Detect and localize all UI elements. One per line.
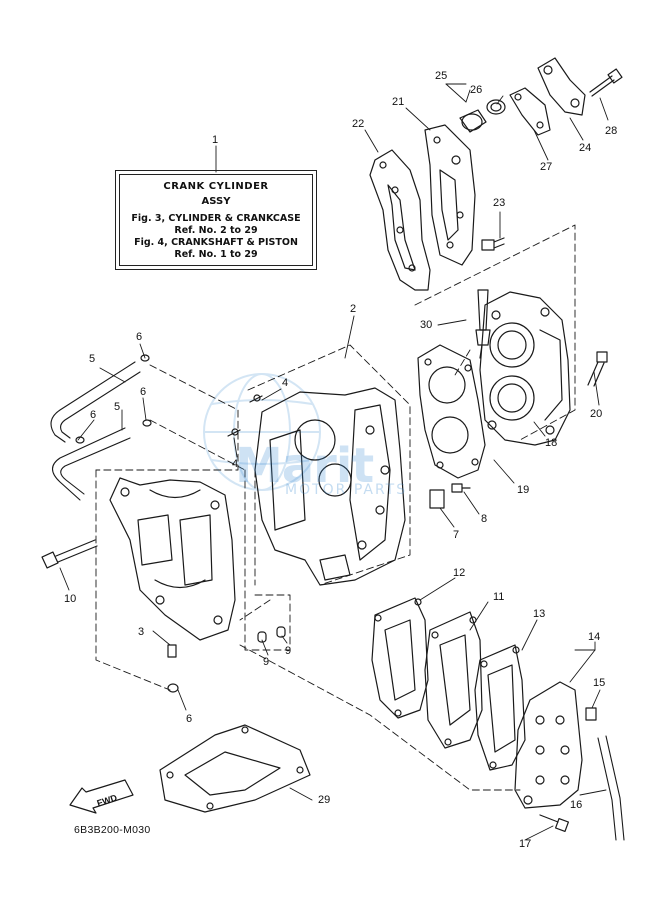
cover-14 [514, 681, 583, 809]
callout-4b: 4 [232, 458, 239, 470]
ref-line-3: Fig. 3, CYLINDER & CRANKCASE [131, 213, 301, 224]
gasket-29 [159, 724, 311, 813]
callout-12: 12 [453, 567, 466, 579]
screw-3 [167, 644, 177, 658]
fwd-label: FWD [96, 792, 119, 808]
dowel-9b [276, 626, 286, 638]
watermark-text: Marit [235, 438, 374, 494]
reference-box-inner: CRANK CYLINDER ASSY Fig. 3, CYLINDER & C… [119, 174, 313, 266]
hose-5-lower [51, 427, 131, 501]
callout-5a: 5 [89, 353, 96, 365]
callout-3: 3 [138, 626, 145, 638]
callout-1: 1 [212, 134, 219, 146]
callout-6a: 6 [136, 331, 143, 343]
callout-19: 19 [517, 484, 530, 496]
hose-5-upper [50, 361, 141, 443]
gasket-22 [369, 149, 431, 291]
spark-plug-30 [475, 289, 491, 359]
callout-4a: 4 [282, 377, 289, 389]
callout-22: 22 [352, 118, 365, 130]
reference-box: CRANK CYLINDER ASSY Fig. 3, CYLINDER & C… [115, 170, 317, 270]
callout-23: 23 [493, 197, 506, 209]
callout-8: 8 [481, 513, 488, 525]
bolt-10 [41, 539, 98, 569]
hose-16 [597, 735, 625, 841]
callout-20: 20 [590, 408, 603, 420]
callout-30: 30 [420, 319, 433, 331]
callout-9b: 9 [285, 645, 292, 657]
callout-29: 29 [318, 794, 331, 806]
bolt-28 [589, 68, 623, 97]
callout-6b: 6 [140, 386, 147, 398]
callout-13: 13 [533, 608, 546, 620]
screw-8 [451, 483, 471, 493]
gasket-13 [474, 644, 526, 771]
pin-4-lower [227, 428, 241, 437]
callout-6c: 6 [90, 409, 97, 421]
leader-lines [59, 83, 609, 841]
callout-21: 21 [392, 96, 405, 108]
callout-7: 7 [453, 529, 460, 541]
fwd-arrow-icon [69, 779, 134, 814]
callout-6d: 6 [186, 713, 193, 725]
callout-24: 24 [579, 142, 592, 154]
ref-line-4: Ref. No. 2 to 29 [174, 225, 258, 236]
callout-27: 27 [540, 161, 553, 173]
ref-line-5: Fig. 4, CRANKSHAFT & PISTON [134, 237, 298, 248]
crankcase [109, 477, 236, 641]
clips-6 [75, 354, 152, 444]
bolt-20 [587, 351, 608, 387]
callout-16: 16 [570, 799, 583, 811]
ref-line-6: Ref. No. 1 to 29 [174, 249, 258, 260]
plate-11 [424, 611, 483, 749]
thermostat-parts-25-26 [459, 99, 506, 133]
callout-9a: 9 [263, 656, 270, 668]
callout-14: 14 [588, 631, 601, 643]
dowel-9a [257, 631, 267, 643]
callout-2: 2 [350, 303, 357, 315]
pin-4-upper [249, 394, 263, 403]
gasket-27 [509, 87, 551, 136]
gasket-12 [371, 597, 429, 719]
callout-17: 17 [519, 838, 532, 850]
callout-15: 15 [593, 677, 606, 689]
cylinder-head-18 [479, 291, 571, 446]
watermark-subtext: MOTOR PARTS [285, 482, 408, 498]
cylinder-block-2 [254, 387, 406, 586]
callout-26: 26 [470, 84, 483, 96]
assembly-dashed-lines [95, 224, 576, 791]
ref-line-1: CRANK CYLINDER [163, 181, 269, 192]
fitting-15 [585, 707, 597, 721]
callout-28: 28 [605, 125, 618, 137]
head-gasket-19 [417, 344, 486, 479]
cover-24 [537, 57, 586, 116]
callout-10: 10 [64, 593, 77, 605]
callout-25: 25 [435, 70, 448, 82]
ref-line-2: ASSY [201, 196, 231, 207]
cover-21 [424, 124, 476, 266]
diagram-code: 6B3B200-M030 [74, 824, 151, 836]
bolt-17 [539, 814, 570, 833]
callout-18: 18 [545, 437, 558, 449]
washer-6-bottom [167, 683, 179, 693]
bolt-23 [481, 237, 505, 251]
callout-5b: 5 [114, 401, 121, 413]
callout-11: 11 [493, 591, 505, 603]
clip-7 [429, 489, 445, 509]
